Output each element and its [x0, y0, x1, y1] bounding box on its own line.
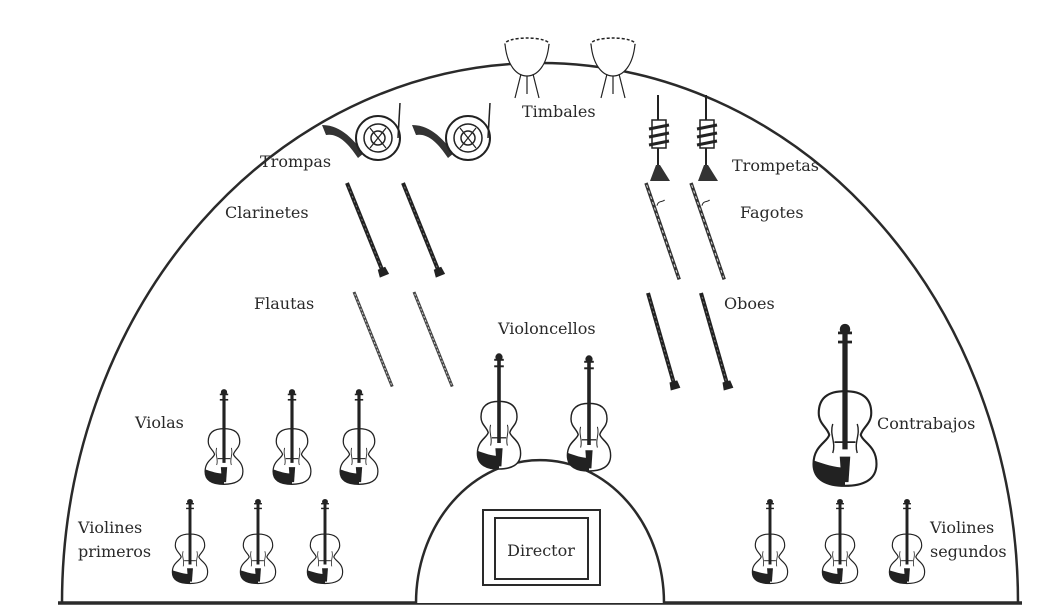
director-box: Director: [482, 509, 601, 586]
violines-primeros-label-line1: Violines: [77, 518, 142, 537]
timbales-label: Timbales: [522, 102, 596, 121]
violines-primeros-label-line2: primeros: [78, 542, 151, 561]
violines-segundos-label-line2: segundos: [930, 542, 1007, 561]
violas-label: Violas: [134, 413, 184, 432]
clarinetes-label: Clarinetes: [225, 203, 309, 222]
fagotes-label: Fagotes: [740, 203, 804, 222]
trompetas-label: Trompetas: [732, 156, 819, 175]
oboes-label: Oboes: [724, 294, 775, 313]
violoncellos-label: Violoncellos: [497, 319, 596, 338]
trompas-label: Trompas: [260, 152, 331, 171]
violines-segundos-label-line1: Violines: [929, 518, 994, 537]
flautas-label: Flautas: [254, 294, 314, 313]
director-label: Director: [507, 541, 575, 560]
contrabajos-label: Contrabajos: [877, 414, 975, 433]
